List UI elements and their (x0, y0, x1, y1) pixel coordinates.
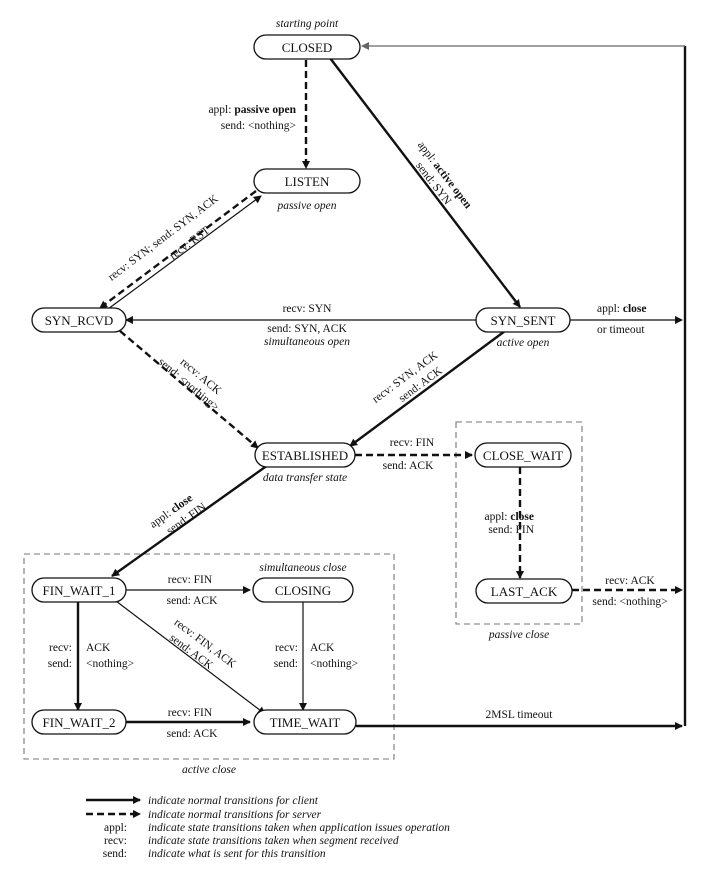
state-time-wait: TIME_WAIT (253, 709, 357, 735)
label-recv-ack-la: recv: ACK (605, 575, 655, 587)
edge-synrcvd-established (119, 330, 259, 449)
label-passive-open: appl: passive open (208, 104, 296, 116)
label-synrcvd-established: recv: ACK send: <nothing> (156, 356, 224, 414)
label-synsent-established: recv: SYN, ACK send: ACK (370, 349, 445, 406)
edge-finwait1-timewait (115, 600, 266, 715)
state-closing-label: CLOSING (275, 583, 331, 598)
state-last-ack: LAST_ACK (475, 578, 573, 604)
label-nothing-fw1-fw2: <nothing> (86, 658, 134, 670)
label-recv-fw1-fw2: recv: (49, 642, 72, 654)
label-finwait1-timewait: recv: FIN, ACK send: ACK (167, 617, 238, 673)
label-recv-fin-fw2: recv: FIN (168, 707, 213, 719)
state-fin-wait-1-label: FIN_WAIT_1 (43, 583, 116, 598)
passive-close-box (455, 421, 583, 625)
label-send-fw1-fw2: send: (48, 658, 72, 670)
edge-synsent-established (349, 330, 506, 447)
label-send-syn-ack: send: SYN, ACK (267, 323, 347, 335)
state-closing: CLOSING (252, 577, 354, 603)
legend: indicate normal transitions for client i… (86, 795, 450, 860)
label-ack-fw1-fw2: ACK (86, 642, 111, 654)
label-or-timeout: or timeout (597, 324, 645, 336)
label-send-ack-fw1: send: ACK (167, 595, 218, 607)
caption-data-transfer-state: data transfer state (263, 472, 347, 484)
state-time-wait-label: TIME_WAIT (270, 715, 341, 730)
caption-passive-open: passive open (276, 200, 336, 212)
state-established: ESTABLISHED (254, 442, 356, 468)
label-active-open: appl: active open send: SYN (413, 139, 474, 211)
state-listen: LISTEN (253, 168, 361, 194)
label-nothing-cl-tw: <nothing> (310, 658, 358, 670)
state-fin-wait-2-label: FIN_WAIT_2 (43, 715, 116, 730)
label-send-ack-fw2: send: ACK (167, 728, 218, 740)
state-closed-label: CLOSED (282, 40, 333, 55)
state-closed: CLOSED (253, 34, 361, 60)
state-syn-sent-label: SYN_SENT (490, 313, 555, 328)
state-syn-sent: SYN_SENT (475, 307, 571, 333)
legend-client-text: indicate normal transitions for client (148, 795, 319, 807)
label-passive-open-send: send: <nothing> (221, 120, 296, 132)
legend-appl-key: appl: (104, 822, 127, 834)
state-close-wait-label: CLOSE_WAIT (483, 448, 563, 463)
legend-send-text: indicate what is sent for this transitio… (148, 848, 326, 860)
state-established-label: ESTABLISHED (262, 448, 348, 463)
label-send-ack-est: send: ACK (383, 460, 434, 472)
label-send-fin-cw: send: FIN (488, 524, 534, 536)
label-2msl-timeout: 2MSL timeout (486, 709, 554, 721)
label-established-finwait1: appl: close send: FIN (148, 492, 210, 537)
caption-starting-point: starting point (276, 18, 339, 30)
state-last-ack-label: LAST_ACK (491, 584, 558, 599)
state-syn-rcvd-label: SYN_RCVD (45, 313, 114, 328)
legend-recv-key: recv: (104, 835, 127, 847)
caption-active-open: active open (497, 337, 550, 349)
state-syn-rcvd: SYN_RCVD (31, 307, 127, 333)
state-listen-label: LISTEN (285, 174, 330, 189)
state-fin-wait-2: FIN_WAIT_2 (31, 709, 127, 735)
label-appl-close-synsent: appl: close (597, 303, 647, 315)
legend-appl-text: indicate state transitions taken when ap… (148, 822, 450, 834)
state-fin-wait-1: FIN_WAIT_1 (31, 577, 127, 603)
edge-established-finwait1 (111, 464, 269, 577)
edge-synrcvd-listen (107, 195, 262, 310)
legend-send-key: send: (103, 848, 127, 860)
label-listen-synrcvd: recv: SYN; send: SYN, ACK recv: RST (106, 193, 221, 284)
label-appl-close-cw: appl: close (484, 511, 534, 523)
state-close-wait: CLOSE_WAIT (474, 442, 572, 468)
label-recv-fin-est: recv: FIN (390, 437, 435, 449)
caption-active-close: active close (182, 764, 236, 776)
label-ack-cl-tw: ACK (310, 642, 335, 654)
legend-server-text: indicate normal transitions for server (148, 809, 322, 821)
edge-closed-synsent (329, 57, 521, 308)
label-send-nothing-la: send: <nothing> (592, 596, 667, 608)
label-recv-syn: recv: SYN (283, 303, 333, 315)
label-recv-cl-tw: recv: (275, 642, 298, 654)
caption-simultaneous-open: simultaneous open (264, 336, 350, 348)
active-close-box (23, 553, 395, 760)
label-send-cl-tw: send: (274, 658, 298, 670)
legend-recv-text: indicate state transitions taken when se… (148, 835, 399, 847)
caption-simultaneous-close: simultaneous close (259, 562, 346, 574)
label-recv-fin-fw1: recv: FIN (168, 574, 213, 586)
caption-passive-close: passive close (488, 629, 549, 641)
